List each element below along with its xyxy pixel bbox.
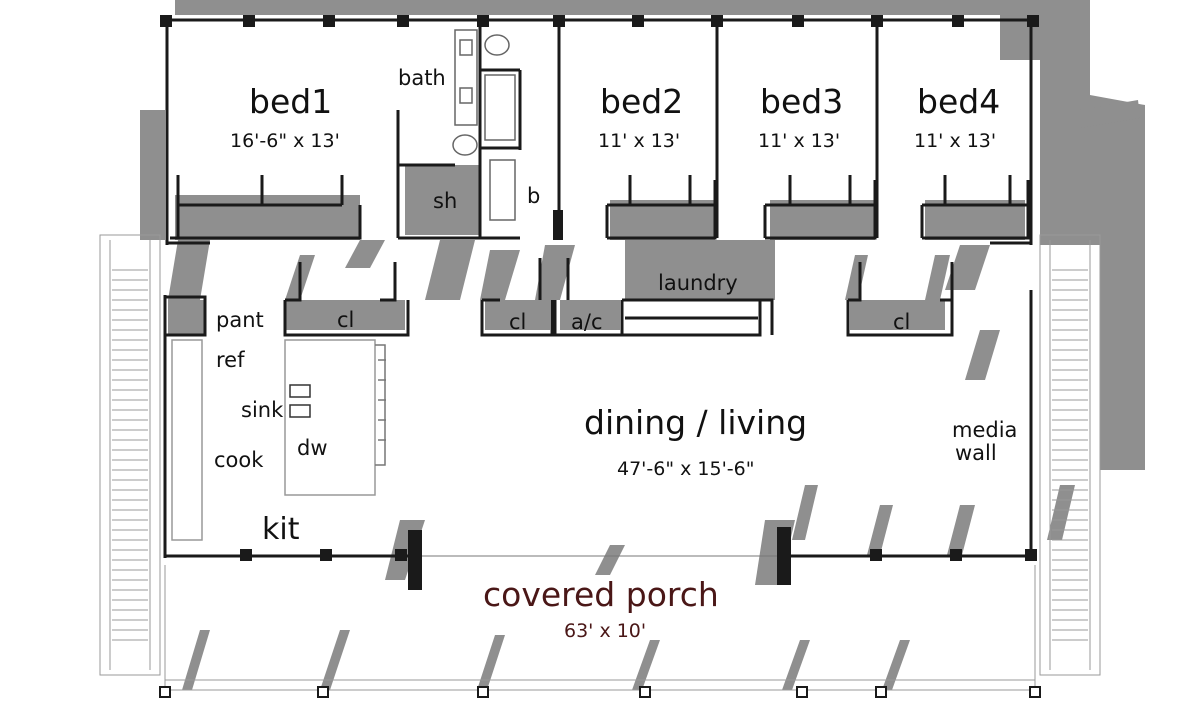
bed3-label: bed3 bbox=[760, 82, 844, 121]
dining-living-label: dining / living bbox=[584, 403, 808, 442]
bath-fixtures bbox=[452, 29, 516, 221]
closet-label: cl bbox=[893, 310, 911, 334]
shower-label: sh bbox=[433, 189, 458, 213]
bed4-label: bed4 bbox=[917, 82, 1001, 121]
bed2-dimensions: 11' x 13' bbox=[598, 130, 681, 152]
wall-label: wall bbox=[955, 441, 997, 465]
covered-porch-label: covered porch bbox=[483, 575, 719, 614]
stairs-left bbox=[99, 234, 161, 676]
ref-label: ref bbox=[216, 348, 245, 372]
dishwasher-label: dw bbox=[297, 436, 328, 460]
bed4-dimensions: 11' x 13' bbox=[914, 130, 997, 152]
bed1-label: bed1 bbox=[249, 82, 333, 121]
porch-posts bbox=[159, 686, 1041, 698]
closet-label: cl bbox=[337, 308, 355, 332]
kitchen-island bbox=[284, 339, 386, 496]
b-label: b bbox=[527, 184, 541, 208]
bath-label: bath bbox=[398, 66, 446, 90]
laundry-label: laundry bbox=[658, 271, 738, 295]
pantry-label: pant bbox=[216, 308, 264, 332]
porch-railing bbox=[164, 565, 1036, 691]
sink-label: sink bbox=[241, 398, 284, 422]
bed1-dimensions: 16'-6" x 13' bbox=[230, 130, 340, 152]
covered-porch-dimensions: 63' x 10' bbox=[564, 620, 647, 642]
cook-label: cook bbox=[214, 448, 264, 472]
dining-living-dimensions: 47'-6" x 15'-6" bbox=[617, 458, 755, 480]
bed3-dimensions: 11' x 13' bbox=[758, 130, 841, 152]
wall-posts bbox=[160, 15, 1039, 590]
stairs-right bbox=[1039, 234, 1101, 676]
media-label: media bbox=[952, 418, 1018, 442]
bed2-label: bed2 bbox=[600, 82, 684, 121]
ac-label: a/c bbox=[571, 310, 603, 334]
kitchen-label: kit bbox=[262, 512, 300, 547]
walls bbox=[163, 18, 1033, 558]
closet-label: cl bbox=[509, 310, 527, 334]
